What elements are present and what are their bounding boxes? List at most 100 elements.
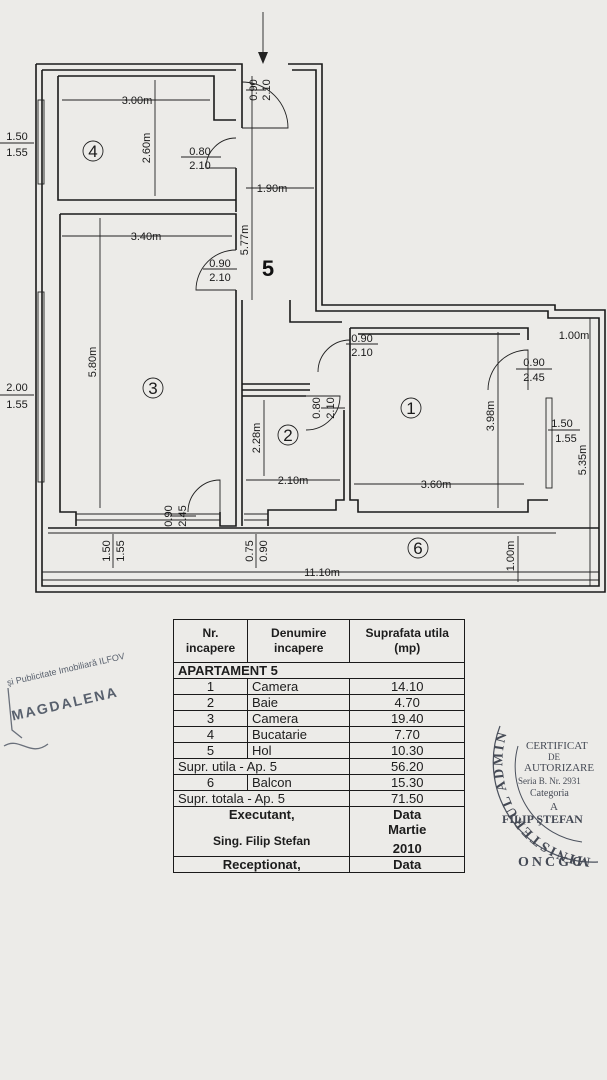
balcony-row: 6 Balcon 15.30	[172, 774, 465, 791]
registry-stamp: şi Publicitate Imobiliară ILFOV MAGDALEN…	[0, 651, 170, 768]
header-area: Suprafata utila (mp)	[349, 619, 465, 663]
kitchen-window-height: 1.55	[6, 147, 27, 159]
seal-line2: DE	[548, 752, 560, 762]
seal-line1: CERTIFICAT	[526, 740, 588, 752]
dim-room3-width: 3.40m	[131, 231, 162, 243]
row-area: 4.70	[349, 694, 465, 711]
room-5-number: 5	[262, 256, 274, 281]
authorization-seal: MINISTERUL ADMINISTR ONCGC CERTIFICAT DE…	[478, 690, 607, 880]
kitchen-door-height: 2.10	[189, 160, 210, 172]
useful-area-row: Supr. utila - Ap. 5 56.20	[172, 758, 465, 775]
balcony-name: Balcon	[247, 774, 351, 791]
row-nr: 3	[172, 710, 249, 727]
executant-date-cell: Data Martie 2010	[349, 806, 465, 857]
row-nr: 2	[172, 694, 249, 711]
total-area-label: Supr. totala - Ap. 5	[172, 790, 351, 807]
executant-name: Sing. Filip Stefan	[213, 834, 311, 848]
room1-window-height: 1.55	[555, 433, 576, 445]
executant-label: Executant,	[228, 807, 295, 822]
balcony-window-left-height: 1.55	[115, 540, 127, 561]
room1-door-height: 2.10	[351, 347, 372, 359]
room3-door-width: 0.90	[209, 258, 230, 270]
dim-balcony-depth: 1.00m	[505, 541, 517, 572]
seal-line7: FILIP ŞTEFAN	[502, 812, 583, 826]
row-name: Baie	[247, 694, 351, 711]
room3-door-height: 2.10	[209, 272, 230, 284]
entry-door-height: 2.10	[261, 79, 273, 100]
room-labels: 4 3 2 1 5 6	[82, 140, 429, 559]
header-name: Denumire incapere	[247, 619, 351, 663]
dim-room2-width: 2.10m	[278, 475, 309, 487]
dim-overall-height: 5.35m	[577, 445, 589, 476]
dim-room1-width: 3.60m	[421, 479, 452, 491]
useful-area-label: Supr. utila - Ap. 5	[172, 758, 351, 775]
executant-cell: Executant, Sing. Filip Stefan	[172, 806, 351, 857]
row-nr: 1	[172, 678, 249, 695]
area-table: Nr. incapere Denumire incapere Suprafata…	[172, 619, 465, 873]
room-2-number: 2	[283, 426, 292, 445]
seal-line3: AUTORIZARE	[524, 762, 595, 774]
room3-balcony-door-height: 2.45	[177, 505, 189, 526]
kitchen-window-width: 1.50	[6, 131, 27, 143]
balcony-window-left-width: 1.50	[101, 540, 113, 561]
room1-window-width: 1.50	[551, 418, 572, 430]
balcony-area: 15.30	[349, 774, 465, 791]
dim-overall-width: 11.10m	[304, 567, 340, 579]
apartment-label: APARTAMENT 5	[173, 662, 465, 679]
receptionat-label: Receptionat,	[172, 856, 351, 873]
table-header: Nr. incapere Denumire incapere Suprafata…	[172, 619, 465, 663]
dim-room4-depth: 2.60m	[141, 133, 153, 164]
room1-balcony-door-width: 0.90	[523, 357, 544, 369]
header-nr: Nr. incapere	[172, 619, 249, 663]
dimension-labels: 3.00m 2.60m 3.40m 5.80m 1.90m 5.77m 2.10…	[87, 95, 589, 579]
room1-balcony-door-height: 2.45	[523, 372, 544, 384]
windows	[37, 99, 553, 521]
row-area: 10.30	[349, 742, 465, 759]
row-area: 14.10	[349, 678, 465, 695]
table-row: 3 Camera 19.40	[172, 710, 465, 727]
row-nr: 4	[172, 726, 249, 743]
total-area-value: 71.50	[349, 790, 465, 807]
entry-door-width: 0.90	[248, 79, 260, 100]
row-name: Camera	[247, 678, 351, 695]
room-1-number: 1	[406, 399, 415, 418]
room3-window-height: 1.55	[6, 399, 27, 411]
row-name: Camera	[247, 710, 351, 727]
table-row: 5 Hol 10.30	[172, 742, 465, 759]
executant-row: Executant, Sing. Filip Stefan Data Marti…	[172, 806, 465, 857]
receptionat-date-label: Data	[349, 856, 465, 873]
receptionat-row: Receptionat, Data	[172, 856, 465, 873]
date-year: 2010	[392, 841, 422, 856]
dim-room2-depth: 2.28m	[251, 423, 263, 454]
row-name: Hol	[247, 742, 351, 759]
room-4-number: 4	[88, 142, 97, 161]
dim-hall-width: 1.90m	[257, 183, 288, 195]
area-table-wrap: Nr. incapere Denumire incapere Suprafata…	[172, 619, 465, 873]
floor-plan: 4 3 2 1 5 6 3.00m 2.60m 3.40m 5.80m 1.90…	[0, 12, 606, 593]
seal-ring: MINISTERUL ADMINISTR ONCGC	[478, 690, 599, 870]
row-nr: 5	[172, 742, 249, 759]
outer-walls	[35, 63, 606, 593]
dim-hall-length: 5.77m	[239, 225, 251, 256]
room-3	[59, 213, 243, 527]
row-area: 7.70	[349, 726, 465, 743]
room-6-number: 6	[413, 539, 422, 558]
room-2-bath	[242, 395, 345, 526]
balcony-window-mid-width: 0.75	[244, 540, 256, 561]
room-1	[349, 327, 548, 513]
room-3-number: 3	[148, 379, 157, 398]
bath-door-height: 2.10	[325, 397, 337, 418]
room-5-hall	[242, 300, 342, 391]
balcony-nr: 6	[172, 774, 249, 791]
kitchen-door-width: 0.80	[189, 146, 210, 158]
row-area: 19.40	[349, 710, 465, 727]
room3-window-width: 2.00	[6, 382, 27, 394]
table-row: 4 Bucatarie 7.70	[172, 726, 465, 743]
room1-door-width: 0.90	[351, 333, 372, 345]
dim-right-offset: 1.00m	[559, 330, 590, 342]
room-4-kitchen	[57, 75, 237, 212]
seal-line5: Categoria	[530, 788, 569, 799]
door-swings	[187, 81, 529, 513]
seal-line6: A	[550, 801, 558, 813]
seal-line4: Seria B. Nr. 2931	[518, 776, 581, 786]
